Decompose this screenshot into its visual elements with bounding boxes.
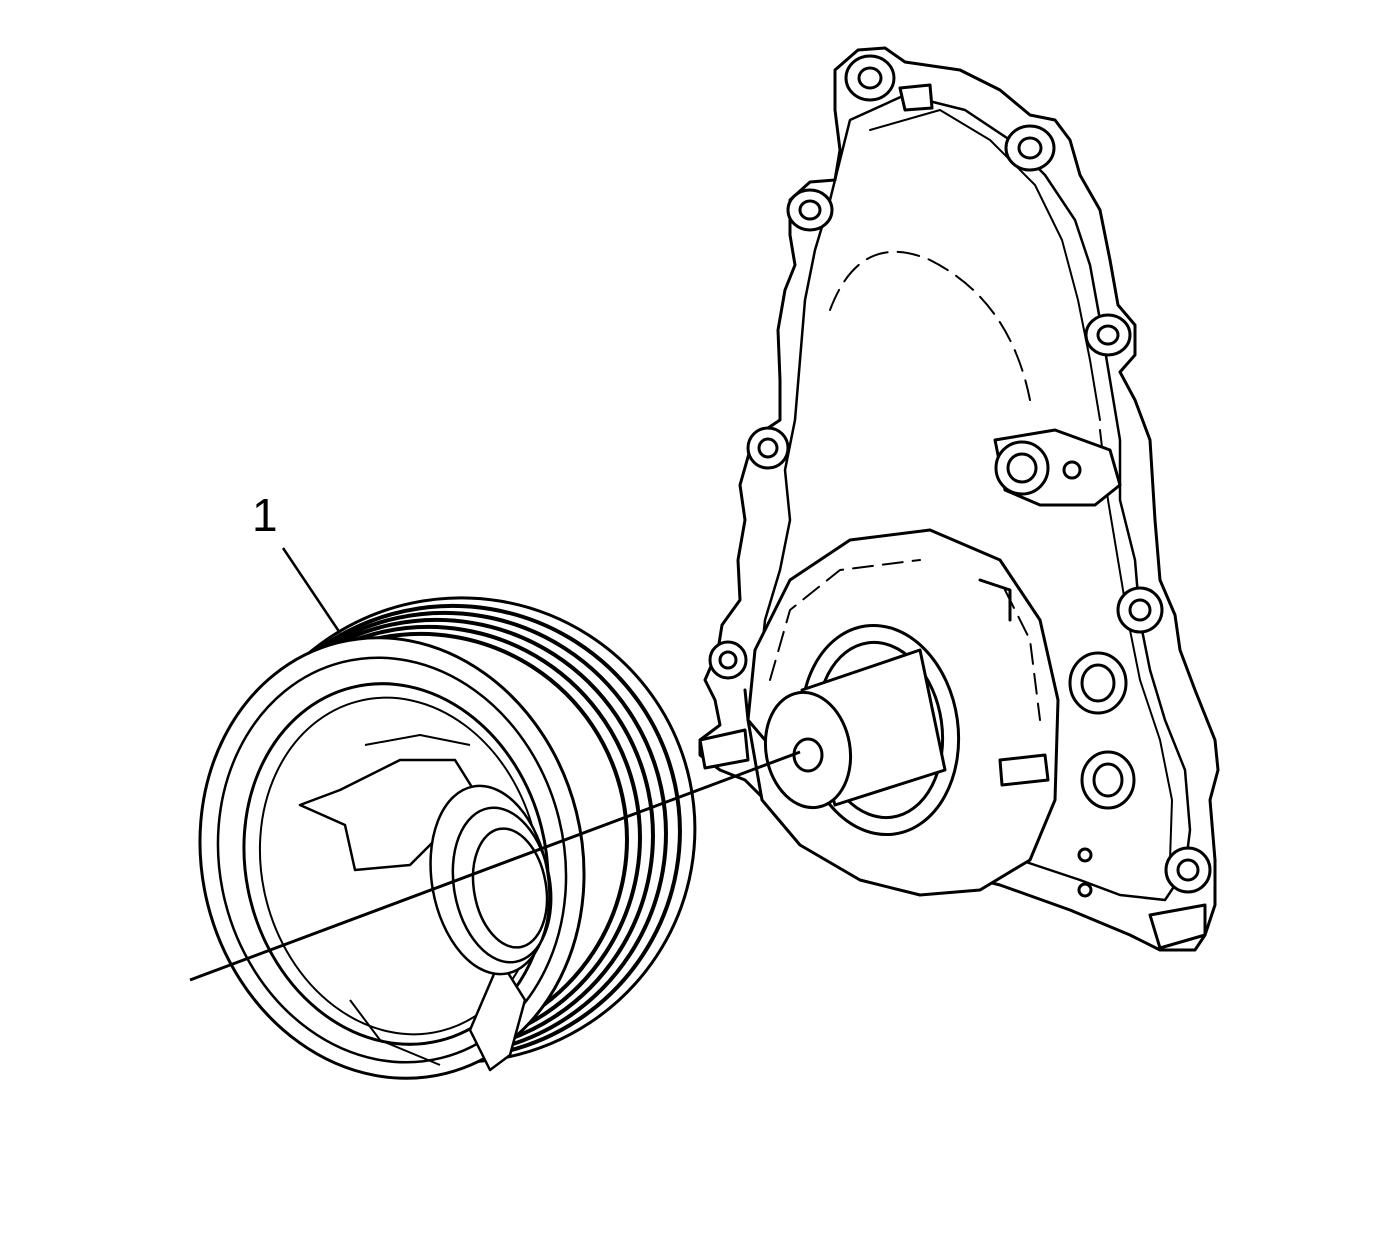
bolt-boss-upper-left <box>786 188 834 232</box>
crankshaft-nose <box>763 648 947 810</box>
callout-1-label: 1 <box>252 489 278 541</box>
callout-1-leader <box>281 547 342 634</box>
sensor-boss <box>993 428 1122 507</box>
bolt-boss-right-lower <box>1116 586 1164 634</box>
harmonic-balancer <box>198 596 697 1080</box>
front-cover <box>698 46 1220 952</box>
bolt-boss-left-mid <box>746 426 790 470</box>
bolt-boss-bottom-right <box>1148 846 1212 950</box>
bolt-boss-top <box>844 54 934 112</box>
bolt-boss-upper-right <box>1004 124 1056 172</box>
bolt-boss-left-lower <box>698 640 750 770</box>
bolt-boss-right-mid <box>1084 313 1132 357</box>
center-axis-line <box>189 750 801 982</box>
